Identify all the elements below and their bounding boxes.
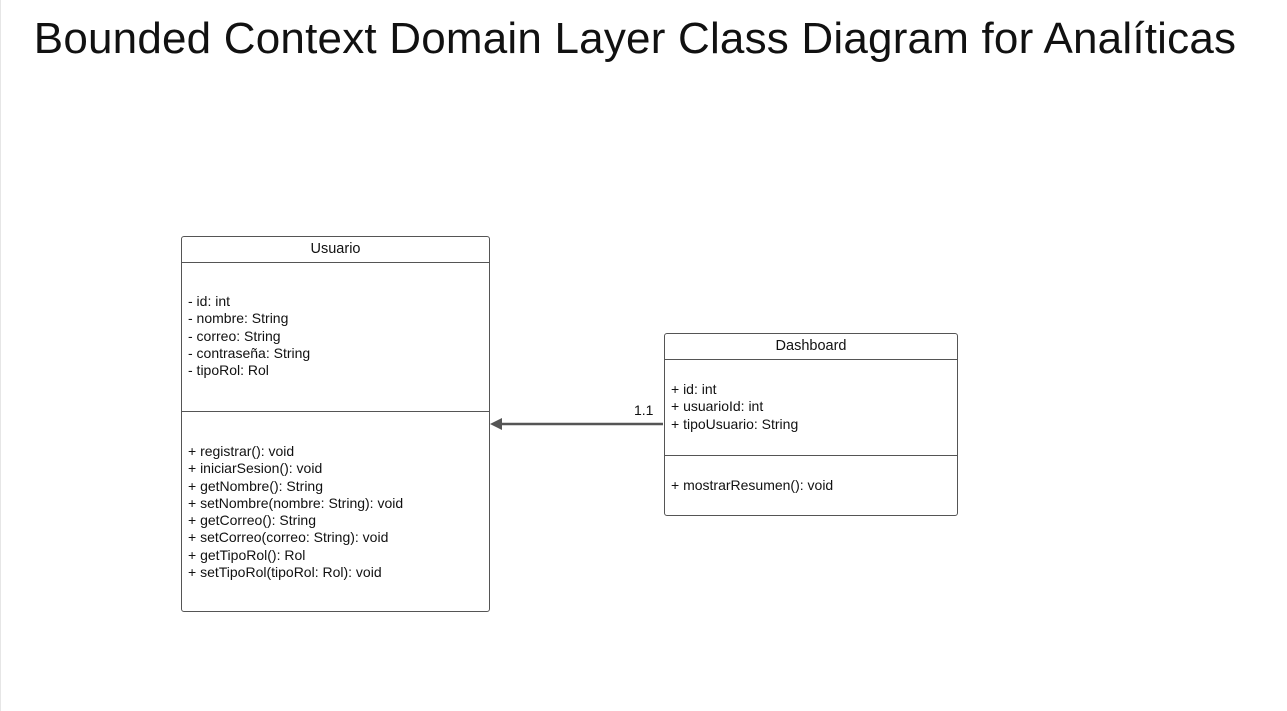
operations-section: + registrar(): void + iniciarSesion(): v… bbox=[182, 412, 489, 581]
attribute: - nombre: String bbox=[188, 310, 289, 327]
operation: + mostrarResumen(): void bbox=[671, 477, 834, 493]
class-usuario[interactable]: Usuario - id: int - nombre: String - cor… bbox=[181, 236, 490, 612]
attribute: + usuarioId: int bbox=[671, 398, 764, 415]
operation: + getTipoRol(): Rol bbox=[188, 546, 306, 563]
operation: + setNombre(nombre: String): void bbox=[188, 494, 404, 511]
attribute: - correo: String bbox=[188, 327, 281, 344]
page-left-border bbox=[0, 0, 1, 711]
class-dashboard[interactable]: Dashboard + id: int + usuarioId: int + t… bbox=[664, 333, 958, 516]
arrowhead-icon bbox=[490, 418, 502, 430]
operation: + iniciarSesion(): void bbox=[188, 460, 323, 477]
attributes-section: + id: int + usuarioId: int + tipoUsuario… bbox=[665, 360, 957, 456]
attribute: + tipoUsuario: String bbox=[671, 415, 799, 432]
attributes-section: - id: int - nombre: String - correo: Str… bbox=[182, 263, 489, 412]
attribute: - tipoRol: Rol bbox=[188, 362, 269, 379]
attribute: - contraseña: String bbox=[188, 344, 311, 361]
operations-section: + mostrarResumen(): void bbox=[665, 456, 957, 494]
class-name: Usuario bbox=[182, 237, 489, 263]
operation: + setTipoRol(tipoRol: Rol): void bbox=[188, 564, 382, 581]
operation: + getCorreo(): String bbox=[188, 512, 316, 529]
operation: + setCorreo(correo: String): void bbox=[188, 529, 389, 546]
attribute: + id: int bbox=[671, 381, 717, 397]
operation: + registrar(): void bbox=[188, 443, 295, 459]
operation: + getNombre(): String bbox=[188, 477, 323, 494]
class-name: Dashboard bbox=[665, 334, 957, 360]
attribute: - id: int bbox=[188, 293, 231, 309]
diagram-title: Bounded Context Domain Layer Class Diagr… bbox=[33, 14, 1237, 63]
multiplicity-label: 1.1 bbox=[634, 402, 654, 418]
